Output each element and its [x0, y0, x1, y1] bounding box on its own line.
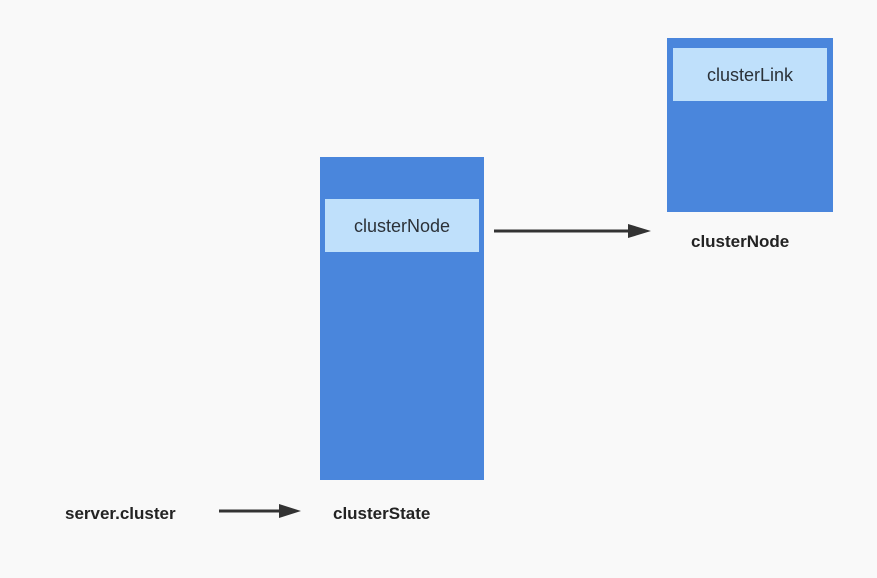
arrow-server-to-cluster-state: [219, 504, 301, 518]
server-cluster-label: server.cluster: [65, 504, 176, 523]
cluster-node-caption: clusterNode: [691, 232, 790, 251]
cluster-state-caption: clusterState: [333, 504, 431, 523]
arrow-node-field-to-cluster-node: [494, 224, 651, 238]
cluster-state-node-field: clusterNode: [325, 199, 479, 252]
cluster-node-link-field: clusterLink: [673, 48, 827, 101]
